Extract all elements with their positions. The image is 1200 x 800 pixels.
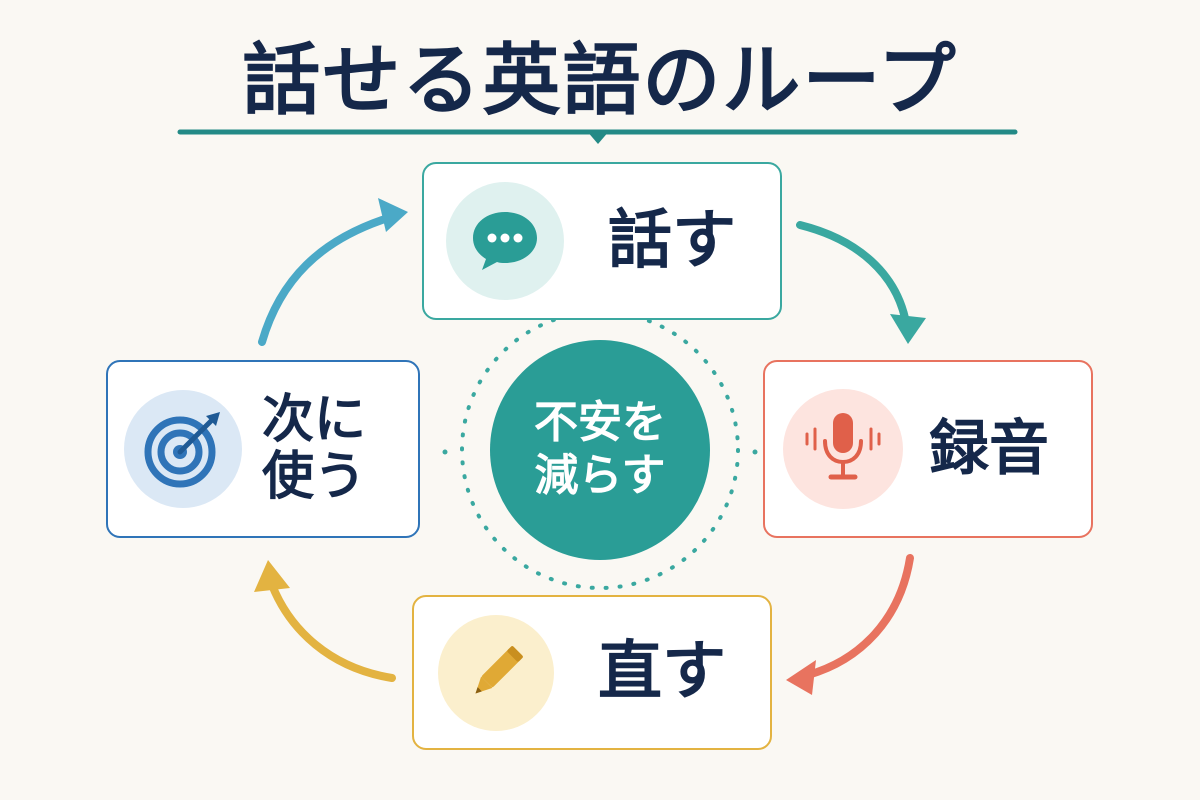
title-underline <box>177 129 1018 144</box>
step-card-next: 次に 使う <box>106 360 420 538</box>
center-goal-circle: 不安を 減らす <box>490 340 710 560</box>
dotted-ring <box>460 310 740 590</box>
step-card-speak: 話す <box>422 162 782 320</box>
arrow-fix-to-next <box>254 560 396 682</box>
dotted-dot-right <box>752 449 758 455</box>
step-label-next: 次に 使う <box>262 389 367 507</box>
step-label-fix: 直す <box>598 635 726 710</box>
step-label-next-line1: 次に <box>262 389 367 450</box>
step-label-speak: 話す <box>608 203 736 278</box>
arrow-record-to-fix <box>786 554 914 695</box>
dotted-dot-left <box>442 449 448 455</box>
step-label-record: 録音 <box>929 414 1049 484</box>
center-text-line1: 不安を <box>534 397 666 449</box>
target-icon <box>124 390 242 508</box>
step-label-next-line2: 使う <box>262 447 367 507</box>
step-card-record: 録音 <box>763 360 1093 538</box>
arrow-next-to-speak <box>258 198 408 346</box>
center-text-line2: 減らす <box>534 450 666 501</box>
pencil-icon <box>438 614 554 731</box>
arrow-speak-to-record <box>796 221 926 344</box>
page-title: 話せる英語のループ <box>242 36 958 126</box>
step-card-fix: 直す <box>412 595 772 750</box>
microphone-icon <box>783 389 903 509</box>
speech-bubble-icon <box>446 182 564 300</box>
